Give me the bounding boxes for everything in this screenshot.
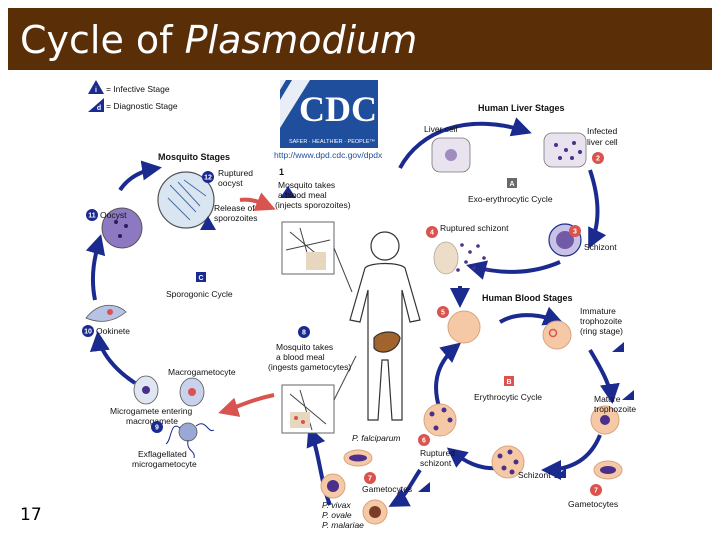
slide-title: Cycle of Plasmodium	[20, 18, 418, 62]
svg-text:(ring stage): (ring stage)	[580, 326, 623, 336]
svg-text:Ruptured: Ruptured	[218, 168, 253, 178]
stage-7-badge: 7	[368, 476, 372, 483]
mosquito-bite-gametocytes-panel: 8 Mosquito takes a blood meal (ingests g…	[268, 326, 357, 434]
ruptured-schizont-stage: 4 Ruptured schizont	[426, 223, 509, 275]
exo-erythrocytic-cycle: A Exo-erythrocytic Cycle	[468, 178, 553, 204]
stage-5-badge: 5	[441, 310, 445, 317]
stage-4-badge: 4	[430, 230, 434, 237]
mature-trophozoite-stage: Mature trophozoite	[590, 390, 636, 435]
oocyst-stage: 11 Oocyst	[86, 207, 143, 249]
ring-stage: Immature trophozoite (ring stage)	[542, 306, 624, 352]
svg-text:schizont: schizont	[420, 458, 452, 468]
blood-stages-heading: Human Blood Stages	[482, 293, 573, 303]
erythrocytic-cycle: B Erythrocytic Cycle	[474, 376, 542, 402]
human-figure	[349, 231, 421, 421]
page-number: 17	[20, 505, 42, 525]
svg-text:Exflagellated: Exflagellated	[138, 449, 187, 459]
svg-text:B: B	[506, 379, 511, 386]
svg-text:trophozoite: trophozoite	[594, 404, 636, 414]
svg-text:trophozoite: trophozoite	[580, 316, 622, 326]
gametocytes-right-stage: 7 Gametocytes	[568, 460, 623, 509]
stage-6-badge: 6	[422, 438, 426, 445]
ookinete-stage: 10 Ookinete	[82, 304, 130, 337]
stage-11-badge: 11	[88, 213, 96, 220]
svg-text:Liver cell: Liver cell	[424, 124, 458, 134]
legend: i = Infective Stage d = Diagnostic Stage	[88, 80, 178, 112]
svg-text:Ruptured schizont: Ruptured schizont	[440, 223, 509, 233]
legend-diagnostic: = Diagnostic Stage	[106, 101, 178, 111]
stage-12-badge: 12	[204, 175, 212, 182]
svg-text:P. falciparum: P. falciparum	[352, 433, 401, 443]
stage-3-badge: 3	[573, 229, 577, 236]
svg-text:Ruptured: Ruptured	[420, 448, 455, 458]
liver-cell-stage: Liver cell	[424, 124, 471, 173]
svg-text:oocyst: oocyst	[218, 178, 243, 188]
cdc-url: http://www.dpd.cdc.gov/dpdx	[274, 150, 383, 160]
infected-liver-cell-stage: Infected liver cell 2	[543, 126, 618, 168]
stage-7b-badge: 7	[594, 488, 598, 495]
svg-text:Schizont: Schizont	[518, 470, 551, 480]
svg-text:Release of: Release of	[214, 203, 255, 213]
svg-text:Infected: Infected	[587, 126, 618, 136]
svg-text:P. malariae: P. malariae	[322, 520, 364, 530]
stage-1-badge: 1	[279, 167, 284, 177]
exflagellated-microgametocyte-stage: Exflagellated microgametocyte	[132, 422, 215, 469]
svg-text:Exo-erythrocytic Cycle: Exo-erythrocytic Cycle	[468, 194, 553, 204]
svg-text:a blood meal: a blood meal	[278, 190, 327, 200]
sporogonic-cycle: C Sporogonic Cycle	[166, 272, 233, 299]
svg-text:a blood meal: a blood meal	[276, 352, 325, 362]
svg-text:Schizont: Schizont	[584, 242, 617, 252]
stage-9-badge: 9	[155, 425, 159, 432]
ruptured-blood-schizont-stage: 6 Ruptured schizont	[418, 403, 457, 468]
diagnostic-stage-icon: d	[88, 98, 104, 112]
title-bar: Cycle of Plasmodium	[8, 8, 712, 70]
svg-text:Mosquito takes: Mosquito takes	[276, 342, 333, 352]
svg-text:macrogamete: macrogamete	[126, 416, 178, 426]
stage-10-badge: 10	[84, 329, 92, 336]
stage-8-badge: 8	[302, 330, 306, 337]
ruptured-oocyst-stage: 12 Ruptured oocyst Release of sporozoite…	[157, 168, 257, 230]
svg-text:Gametocytes: Gametocytes	[362, 484, 412, 494]
svg-text:P. vivax: P. vivax	[322, 500, 351, 510]
cdc-letters: CDC	[299, 89, 377, 129]
svg-text:liver cell: liver cell	[587, 137, 618, 147]
svg-text:Immature: Immature	[580, 306, 616, 316]
svg-text:Gametocytes: Gametocytes	[568, 499, 618, 509]
merozoite-entry-stage: 5	[437, 306, 481, 344]
svg-text:Mosquito takes: Mosquito takes	[278, 180, 335, 190]
svg-text:sporozoites: sporozoites	[214, 213, 257, 223]
svg-text:A: A	[509, 181, 514, 188]
cdc-tagline: SAFER · HEALTHIER · PEOPLE™	[289, 139, 375, 145]
liver-stages-heading: Human Liver Stages	[478, 103, 565, 113]
svg-text:Sporogonic Cycle: Sporogonic Cycle	[166, 289, 233, 299]
svg-text:Ookinete: Ookinete	[96, 326, 130, 336]
mosquito-bite-sporozoites-panel: 1 Mosquito takes a blood meal (injects s…	[275, 167, 353, 293]
mosquito-transfer-arrows	[218, 192, 276, 417]
svg-text:(injects sporozoites): (injects sporozoites)	[275, 200, 351, 210]
cdc-logo: CDC SAFER · HEALTHIER · PEOPLE™	[280, 80, 378, 148]
stage-2-badge: 2	[596, 156, 600, 163]
svg-text:Oocyst: Oocyst	[100, 210, 127, 220]
svg-text:P. ovale: P. ovale	[322, 510, 352, 520]
svg-text:d: d	[97, 105, 101, 112]
svg-text:Erythrocytic Cycle: Erythrocytic Cycle	[474, 392, 542, 402]
svg-text:(ingests gametocytes): (ingests gametocytes)	[268, 362, 351, 372]
svg-text:microgametocyte: microgametocyte	[132, 459, 197, 469]
macrogametocyte-stage: Macrogametocyte Microgamete entering mac…	[110, 367, 236, 433]
cycle-arrows	[85, 117, 620, 507]
blood-schizont-stage: Schizont	[491, 445, 566, 480]
svg-text:Macrogametocyte: Macrogametocyte	[168, 367, 236, 377]
svg-text:Mature: Mature	[594, 394, 621, 404]
svg-text:Microgamete entering: Microgamete entering	[110, 406, 192, 416]
svg-text:i: i	[95, 87, 97, 94]
liver-schizont-stage: 3 Schizont	[548, 223, 617, 257]
infective-stage-icon: i	[88, 80, 104, 94]
svg-text:C: C	[198, 275, 203, 282]
gametocytes-left-stage: P. falciparum 7 Gametocytes P. vivax P. …	[320, 433, 430, 530]
legend-infective: = Infective Stage	[106, 84, 170, 94]
mosquito-stages-heading: Mosquito Stages	[158, 152, 230, 162]
